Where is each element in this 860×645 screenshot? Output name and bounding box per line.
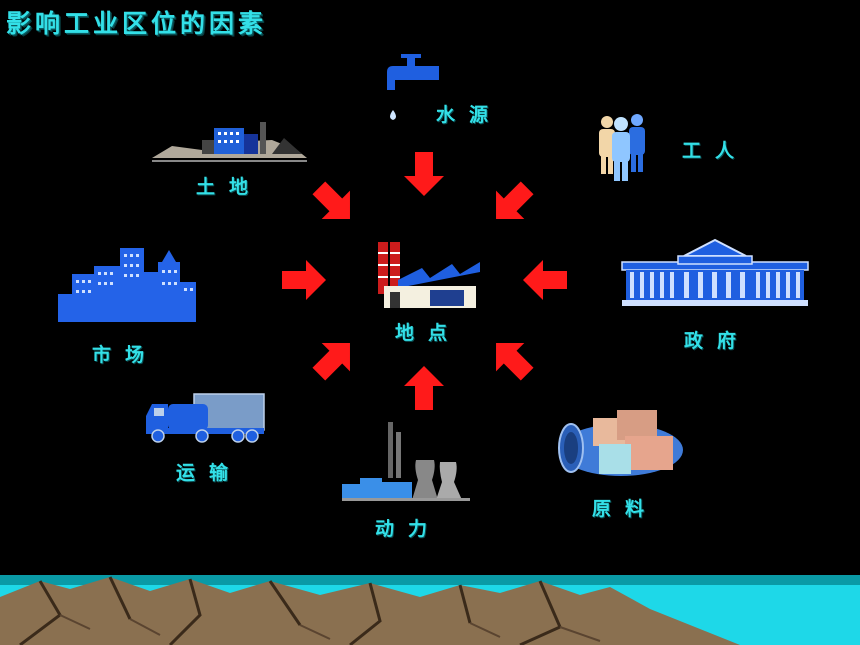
land-label: 土地 (196, 176, 263, 198)
market-label: 市场 (92, 344, 159, 366)
water-label: 水源 (436, 104, 503, 126)
arrow-from-market (282, 260, 326, 300)
arrow-from-workers (481, 173, 542, 234)
government-label: 政府 (684, 330, 751, 352)
truck-icon (146, 393, 265, 443)
power-label: 动力 (375, 518, 442, 540)
arrow-from-water (404, 152, 444, 196)
power-plant-icon (342, 422, 470, 501)
arrows-layer (282, 152, 567, 410)
slide-title: 影响工业区位的因素 (6, 9, 268, 38)
land-icon (152, 122, 307, 162)
mountain-strip (0, 575, 860, 645)
factory-icon (378, 242, 480, 308)
arrow-from-transport (304, 328, 365, 389)
workers-icon (599, 114, 645, 181)
raw-materials-icon (558, 410, 683, 476)
arrow-from-materials (481, 328, 542, 389)
arrow-from-power (404, 366, 444, 410)
transport-label: 运输 (176, 462, 243, 484)
faucet-icon (387, 54, 439, 120)
city-buildings-icon (58, 248, 196, 322)
materials-label: 原料 (592, 498, 659, 520)
workers-label: 工人 (682, 140, 749, 162)
government-building-icon (621, 238, 809, 306)
center-label: 地点 (395, 322, 462, 344)
arrow-from-government (523, 260, 567, 300)
arrow-from-land (304, 173, 365, 234)
